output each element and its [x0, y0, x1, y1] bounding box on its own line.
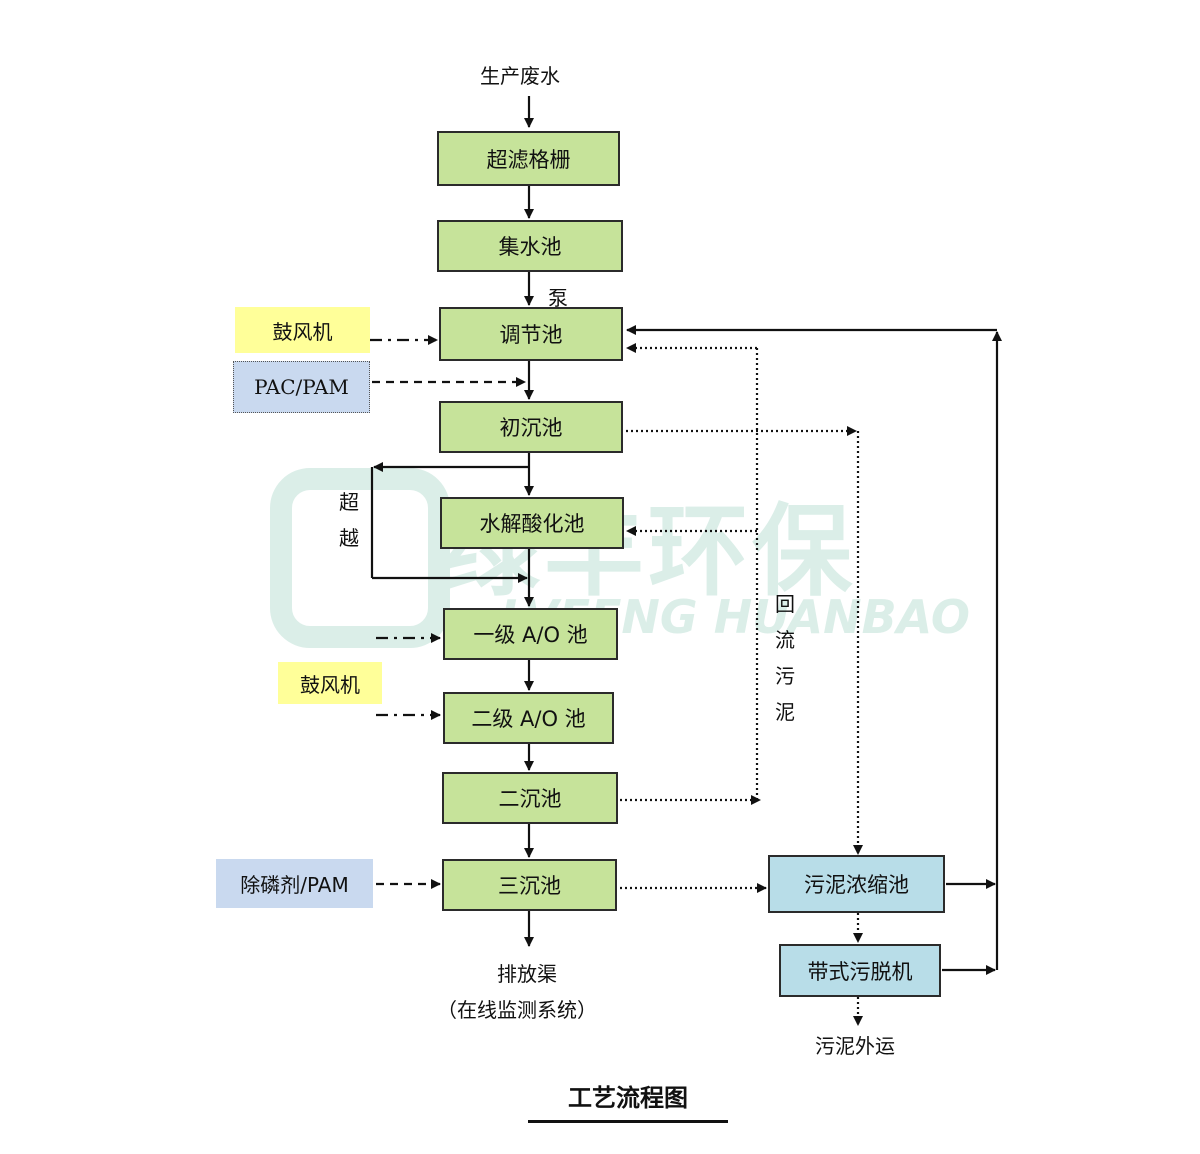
belt-press-box: 带式污脱机 — [779, 944, 941, 997]
hydrolysis-acidification-box: 水解酸化池 — [440, 497, 624, 549]
return-sludge-label: 回流污泥 — [775, 592, 795, 724]
phosphorus-pam-box: 除磷剂/PAM — [216, 859, 373, 908]
bypass-label: 超越 — [339, 490, 359, 550]
ao-stage2-box: 二级 A/O 池 — [443, 692, 614, 744]
primary-settling-box: 初沉池 — [439, 401, 623, 453]
equalization-tank-box: 调节池 — [439, 307, 623, 361]
collection-tank-box: 集水池 — [437, 220, 623, 272]
ultrafilter-screen-box: 超滤格栅 — [437, 131, 620, 186]
tertiary-settling-box: 三沉池 — [442, 859, 617, 911]
sludge-thickener-box: 污泥浓缩池 — [768, 855, 945, 913]
blower-mid-box: 鼓风机 — [278, 662, 382, 704]
inlet-label: 生产废水 — [480, 64, 560, 88]
ao-stage1-box: 一级 A/O 池 — [443, 608, 618, 660]
diagram-title: 工艺流程图 — [568, 1084, 688, 1112]
pac-pam-box: PAC/PAM — [233, 361, 370, 413]
outlet-label: 排放渠 — [497, 962, 557, 986]
pump-label: 泵 — [548, 286, 568, 310]
secondary-settling-box: 二沉池 — [442, 772, 618, 824]
outlet-monitoring-label: （在线监测系统） — [437, 998, 597, 1022]
blower-top-box: 鼓风机 — [235, 307, 370, 353]
sludge-outhaul-label: 污泥外运 — [815, 1034, 895, 1058]
title-underline — [528, 1120, 728, 1123]
